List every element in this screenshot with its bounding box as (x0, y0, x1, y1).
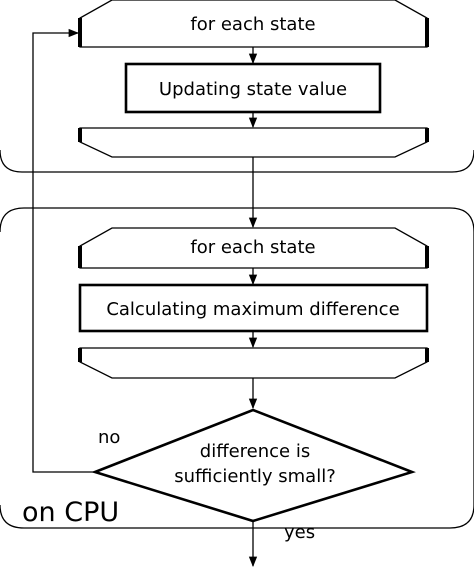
no-label: no (98, 427, 120, 448)
loop2-header-label: for each state (190, 237, 315, 258)
top-region-border (0, 149, 474, 173)
loop1-header (78, 0, 429, 48)
loop2-header (78, 227, 429, 269)
decision-line1: difference is (200, 441, 310, 462)
loop1-process-label: Updating state value (159, 79, 347, 100)
loop1-footer (78, 127, 429, 158)
no-loopback-arrow (32, 28, 95, 473)
cpu-region-label: on CPU (22, 497, 119, 528)
loop1-header-label: for each state (190, 14, 315, 35)
loop2-process-box (78, 283, 429, 333)
loop2-footer (78, 347, 429, 379)
cpu-region-border (0, 207, 474, 529)
loop2-process-label: Calculating maximum difference (106, 299, 399, 320)
decision-line2: sufficiently small? (174, 466, 336, 487)
yes-label: yes (284, 522, 315, 543)
